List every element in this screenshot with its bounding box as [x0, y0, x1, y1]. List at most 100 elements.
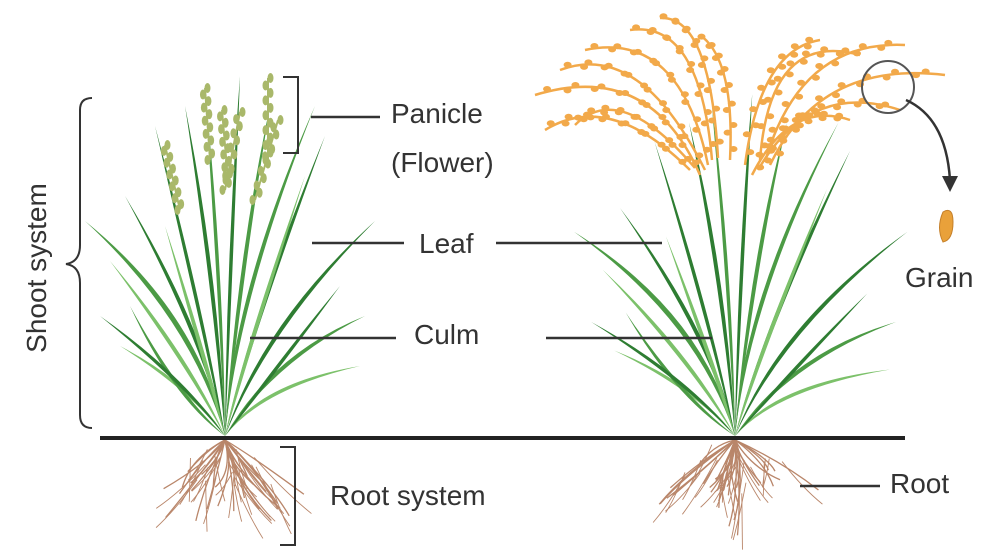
- panicle-grain: [729, 146, 737, 152]
- panicle-spikelet: [178, 199, 184, 209]
- panicle-grain: [832, 92, 840, 98]
- panicle-grain: [672, 19, 680, 25]
- panicle-spikelet: [233, 114, 239, 124]
- panicle-spikelet: [268, 88, 274, 98]
- panicle-grain: [721, 87, 729, 93]
- zoom-arrowhead: [942, 176, 958, 192]
- panicle-grain: [912, 72, 920, 78]
- panicle-grain: [721, 66, 729, 72]
- panicle-grain: [649, 58, 657, 64]
- panicle-grain: [836, 51, 844, 57]
- panicle-grain: [776, 151, 784, 157]
- panicle-grain: [838, 82, 846, 88]
- panicle-branch: [535, 87, 700, 175]
- panicle-spikelet: [165, 140, 171, 150]
- panicle-grain: [757, 85, 765, 91]
- panicle-grain: [853, 50, 861, 56]
- panicle-grain: [659, 100, 667, 106]
- culm-label: Culm: [414, 319, 479, 350]
- panicle-grain: [778, 53, 786, 59]
- panicle-grain: [797, 80, 805, 86]
- leaf-blade: [735, 322, 896, 436]
- panicle-grain: [708, 42, 716, 48]
- panicle-grain: [756, 152, 764, 158]
- leaf-blade: [735, 294, 867, 437]
- panicle-grain: [781, 117, 789, 123]
- root-label: Root: [890, 468, 949, 499]
- panicle-grain: [723, 107, 731, 113]
- panicle-grain: [665, 137, 673, 143]
- panicle-grain: [802, 51, 810, 57]
- panicle-grain: [704, 109, 712, 115]
- panicle-grain: [817, 103, 825, 109]
- panicle-grain: [562, 120, 570, 126]
- panicle-grain: [743, 131, 751, 137]
- panicle-grain: [618, 120, 626, 126]
- panicle-spikelet: [268, 103, 274, 113]
- panicle-grain: [697, 82, 705, 88]
- root-system-bracket: [280, 447, 295, 545]
- panicle-spikelet: [220, 185, 226, 195]
- panicle-grain: [786, 71, 794, 77]
- panicle-grain: [640, 83, 648, 89]
- panicle-grain: [616, 90, 624, 96]
- panicle-grain: [662, 34, 670, 40]
- panicle-grain: [922, 69, 930, 75]
- panicle-spikelet: [205, 96, 211, 106]
- panicle-grain: [817, 52, 825, 58]
- panicle-spikelet: [209, 148, 215, 158]
- panicle-grain: [677, 123, 685, 129]
- panicle-grain: [767, 137, 775, 143]
- panicle-grain: [601, 64, 609, 70]
- panicle-spikelet: [270, 122, 276, 132]
- panicle-grain: [564, 87, 572, 93]
- panicle-grain: [778, 64, 786, 70]
- panicle-spikelet: [205, 83, 211, 93]
- panicle-grain: [805, 37, 813, 43]
- panicle-grain: [704, 87, 712, 93]
- panicle-grain: [831, 60, 839, 66]
- panicle-grain: [766, 113, 774, 119]
- panicle-grain: [725, 82, 733, 88]
- panicle-grain: [779, 135, 787, 141]
- panicle-grain: [600, 109, 608, 115]
- panicle-grain: [598, 116, 606, 122]
- panicle-grain: [647, 29, 655, 35]
- panicle-grain: [587, 114, 595, 120]
- panicle-grain: [716, 139, 724, 145]
- shoot-system-label: Shoot system: [21, 183, 52, 353]
- panicle-grain: [800, 59, 808, 65]
- panicle-grain: [820, 46, 828, 52]
- panicle-grain: [707, 78, 715, 84]
- panicle-grain: [608, 46, 616, 52]
- panicle-grain: [621, 71, 629, 77]
- panicle-spikelet: [262, 151, 268, 161]
- panicle-grain: [729, 122, 737, 128]
- panicle-grain: [686, 67, 694, 73]
- panicle-grain: [615, 109, 623, 115]
- panicle-grain: [786, 60, 794, 66]
- panicle-spikelet: [170, 164, 176, 174]
- panicle-spikelet: [227, 169, 233, 179]
- panicle-spikelet: [223, 118, 229, 128]
- panicle-grain: [764, 158, 772, 164]
- panicle-grain: [884, 40, 892, 46]
- panicle-spikelet: [203, 129, 209, 139]
- panicle-grain: [779, 125, 787, 131]
- panicle-grain: [668, 77, 676, 83]
- panicle-spikelet: [254, 180, 260, 190]
- panicle-spikelet: [200, 90, 206, 100]
- panicle-grain: [805, 118, 813, 124]
- panicle-grain: [565, 114, 573, 120]
- panicle-grain: [790, 52, 798, 58]
- panicle-grain: [676, 45, 684, 51]
- panicle-grain: [695, 152, 703, 158]
- panicle-spikelet: [167, 152, 173, 162]
- panicle-grain: [791, 43, 799, 49]
- panicle-grain: [700, 55, 708, 61]
- panicle-grain: [631, 114, 639, 120]
- grain-label: Grain: [905, 262, 973, 293]
- panicle-grain: [881, 102, 889, 108]
- panicle-spikelet: [222, 105, 228, 115]
- panicle-bracket: [283, 77, 298, 153]
